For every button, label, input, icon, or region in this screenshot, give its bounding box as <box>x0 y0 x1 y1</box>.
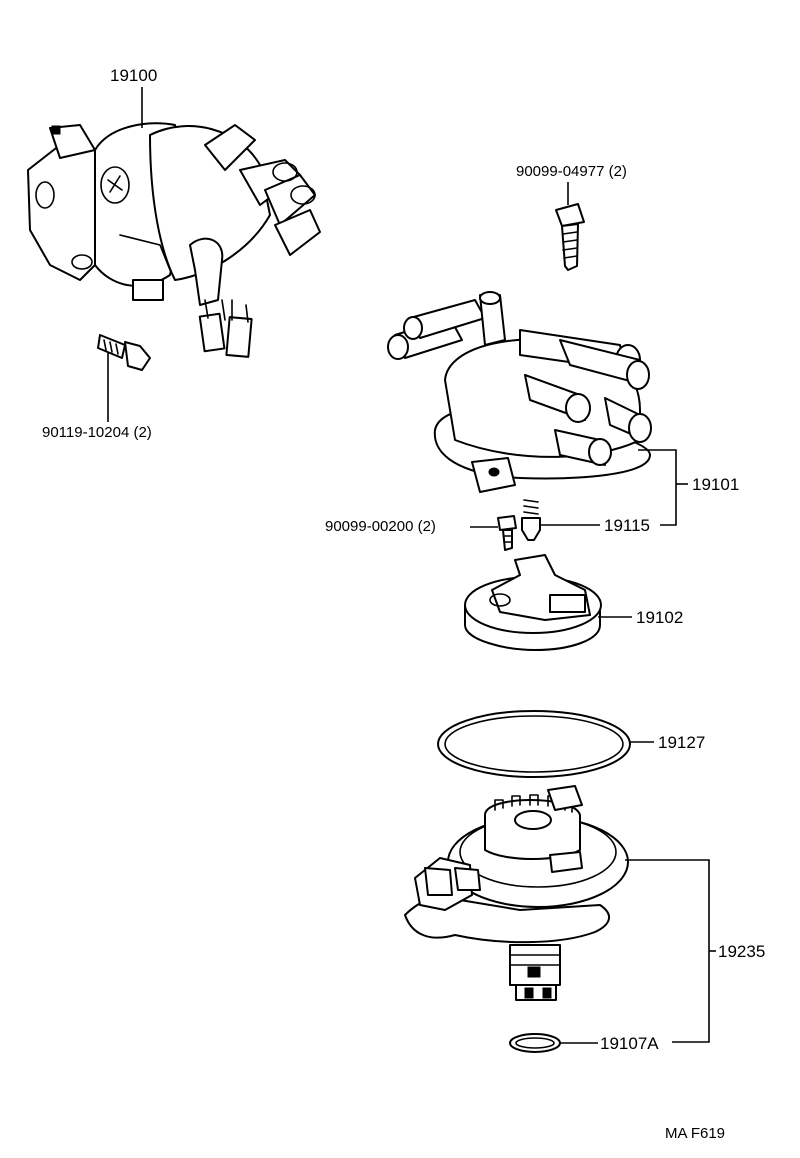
label-19102: 19102 <box>636 608 683 627</box>
label-19100: 19100 <box>110 66 157 85</box>
distributor-assembly-illustration <box>27 122 321 358</box>
label-19235: 19235 <box>718 942 765 961</box>
label-90119-10204: 90119-10204 (2) <box>42 424 152 441</box>
label-90099-00200: 90099-00200 (2) <box>325 518 436 535</box>
housing-assembly-illustration <box>404 785 629 1001</box>
center-contact-illustration <box>521 499 541 541</box>
label-19115: 19115 <box>604 516 650 535</box>
rotor-illustration <box>464 554 602 651</box>
label-19107A: 19107A <box>600 1034 659 1053</box>
label-19127: 19127 <box>658 733 705 752</box>
distributor-cap-illustration <box>387 291 652 493</box>
figure-code: MA F619 <box>665 1125 725 1142</box>
o-ring-illustration <box>509 1033 561 1053</box>
label-90099-04977: 90099-04977 (2) <box>516 163 627 180</box>
screw-90099-04977-illustration <box>555 203 585 271</box>
screw-90099-00200-illustration <box>497 515 517 551</box>
bolt-90119-illustration <box>97 334 151 371</box>
bracket-19101 <box>638 449 677 526</box>
gasket-illustration <box>437 710 631 778</box>
label-19101: 19101 <box>692 475 739 494</box>
bracket-19235 <box>625 859 710 1043</box>
